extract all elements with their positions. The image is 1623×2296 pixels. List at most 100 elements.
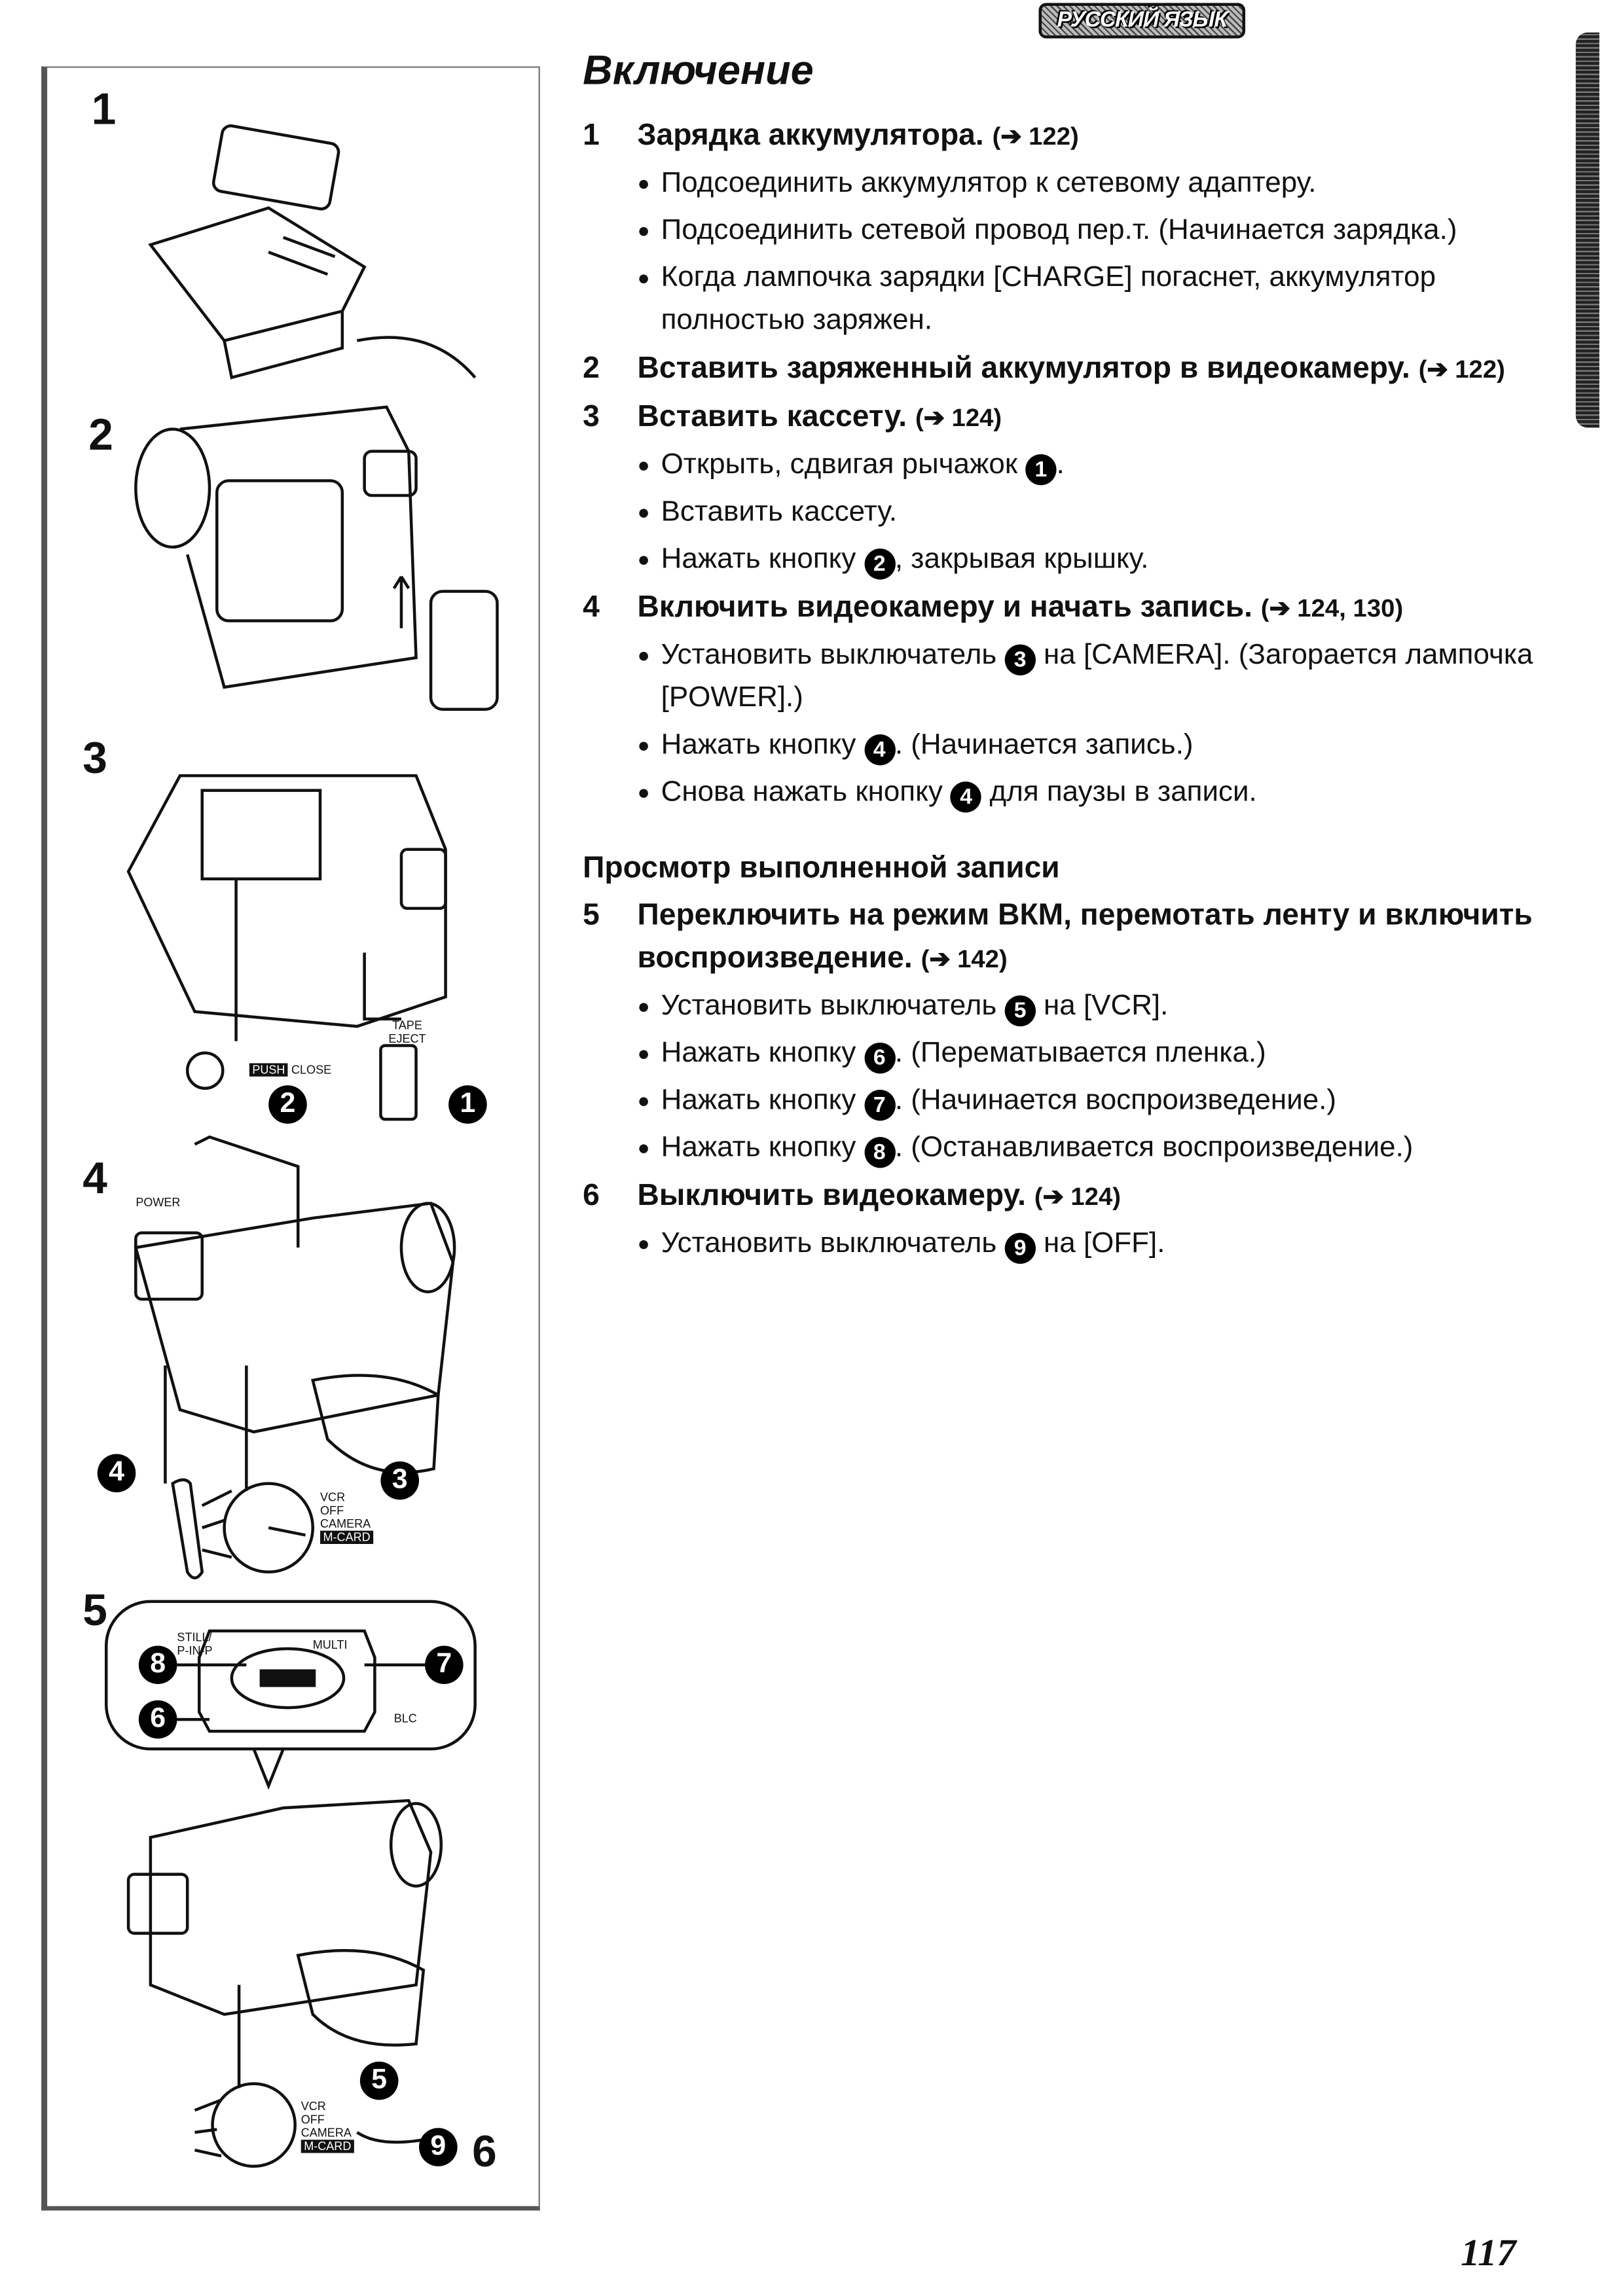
figure-number-2: 2 — [88, 411, 113, 460]
bullet-text: Вставить кассету. — [661, 495, 898, 528]
push-label: PUSH CLOSE — [249, 1063, 332, 1077]
bullet-text-after: . (Перематывается пленка.) — [894, 1036, 1266, 1069]
language-badge: РУССКИЙ ЯЗЫК — [1038, 3, 1246, 39]
circled-number-5-icon: 5 — [1004, 995, 1036, 1027]
step-number: 4 — [583, 590, 600, 624]
multi-label: MULTI — [312, 1638, 348, 1652]
camera-label: CAMERA — [320, 1517, 371, 1531]
bullet-item: ●Установить выключатель 9 на [OFF]. — [583, 1223, 1556, 1265]
blc-label: BLC — [393, 1712, 417, 1726]
circled-number-8-icon: 8 — [864, 1137, 895, 1168]
bullet-text: Подсоединить сетевой провод пер.т. (Начи… — [661, 213, 1457, 247]
camera-label: CAMERA — [301, 2126, 352, 2140]
circled-number-3-icon: 3 — [1004, 644, 1036, 675]
mode-dial-labels-4: VCR OFF CAMERA M-CARD — [320, 1490, 374, 1544]
circled-number-4-icon: 4 — [951, 781, 982, 813]
mcard-label: M-CARD — [301, 2140, 354, 2153]
step-number: 1 — [583, 118, 600, 152]
bullet-text: Установить выключатель — [661, 1227, 1005, 1260]
record-illustration — [134, 1135, 456, 1580]
tape-eject-label: TAPE EJECT — [388, 1018, 426, 1046]
step-6: 6 Выключить видеокамеру. (➔ 124) — [583, 1174, 1556, 1218]
step-number: 2 — [583, 351, 600, 386]
page-reference: (➔ 122) — [1418, 355, 1505, 384]
cassette-insert-illustration — [126, 774, 447, 1121]
bullet-icon: ● — [637, 499, 650, 524]
off-label: OFF — [301, 2113, 325, 2126]
circled-number-1-icon: 1 — [1025, 454, 1057, 486]
marker-5: 5 — [359, 2061, 399, 2100]
bullet-icon: ● — [637, 1088, 650, 1112]
bullet-icon: ● — [637, 732, 650, 757]
bullet-icon: ● — [637, 171, 650, 195]
bullet-icon: ● — [637, 780, 650, 804]
page-title: Включение — [583, 47, 814, 93]
bullet-icon: ● — [637, 547, 650, 571]
bullet-text-after: , закрывая крышку. — [894, 543, 1149, 575]
subheading: Просмотр выполненной записи — [583, 851, 1060, 885]
bullet-text-after: на [OFF]. — [1035, 1227, 1165, 1260]
step-2: 2 Вставить заряженный аккумулятор в видео… — [583, 346, 1556, 391]
marker-1: 1 — [448, 1085, 487, 1124]
marker-2: 2 — [268, 1085, 307, 1124]
step-number: 3 — [583, 399, 600, 434]
bullet-item: ●Когда лампочка зарядки [CHARGE] погасне… — [583, 257, 1556, 342]
bullet-item: ● Подсоединить аккумулятор к сетевому ада… — [583, 162, 1556, 205]
page-reference: (➔ 124) — [1034, 1182, 1122, 1211]
page-reference: (➔ 122) — [992, 122, 1079, 151]
circled-number-6-icon: 6 — [864, 1042, 895, 1074]
step-text: Переключить на режим ВКМ, перемотать лен… — [637, 898, 1533, 975]
figure-number-4: 4 — [82, 1155, 107, 1204]
camcorder-illustrations — [105, 124, 499, 2168]
page-edge-tab — [1575, 32, 1599, 428]
bullet-item: ●Нажать кнопку 6. (Перематывается пленка… — [583, 1032, 1556, 1075]
bullet-text: Установить выключатель — [661, 638, 1005, 672]
step-text: Выключить видеокамеру. — [637, 1178, 1026, 1213]
vcr-label: VCR — [320, 1490, 346, 1505]
off-label: OFF — [320, 1504, 344, 1518]
battery-insert-illustration — [134, 405, 499, 711]
charger-illustration — [148, 124, 477, 380]
marker-3: 3 — [380, 1461, 420, 1500]
figure-number-6: 6 — [472, 2128, 497, 2177]
figure-number-5: 5 — [82, 1587, 107, 1636]
close-text: CLOSE — [291, 1063, 332, 1077]
figure-number-1: 1 — [91, 85, 117, 135]
bullet-item: ● Вставить кассету. — [583, 491, 1556, 533]
page-number: 117 — [1461, 2231, 1516, 2274]
figure-number-3: 3 — [82, 734, 107, 783]
bullet-text: Нажать кнопку — [661, 1131, 864, 1164]
circled-number-4-icon: 4 — [864, 734, 895, 766]
bullet-text-after: на [CAMERA]. (Загорается лампочка [POWER… — [661, 638, 1533, 714]
bullet-text: Открыть, сдвигая рычажок — [661, 448, 1026, 481]
step-text: Вставить заряженный аккумулятор в видеок… — [637, 351, 1410, 386]
page-reference: (➔ 124, 130) — [1260, 594, 1404, 622]
illustration-panel: 1 2 3 4 5 6 TAPE EJECT PUSH CLOSE 2 1 PO… — [41, 66, 540, 2211]
playback-illustration — [105, 1600, 477, 2168]
bullet-text: Подсоединить аккумулятор к сетевому адап… — [661, 166, 1317, 200]
bullet-item: ●Подсоединить сетевой провод пер.т. (Нач… — [583, 209, 1556, 252]
vcr-label: VCR — [301, 2100, 326, 2113]
bullet-text-after: . (Останавливается воспроизведение.) — [894, 1131, 1413, 1164]
bullet-icon: ● — [637, 265, 650, 289]
bullet-text-after: . — [1056, 448, 1065, 481]
bullet-text: Нажать кнопку — [661, 543, 864, 575]
marker-8: 8 — [138, 1645, 177, 1685]
marker-4: 4 — [97, 1454, 136, 1493]
page-reference: (➔ 142) — [921, 945, 1008, 974]
mode-dial-labels-6: VCR OFF CAMERA M-CARD — [301, 2100, 354, 2153]
bullet-item: ● Нажать кнопку 4. (Начинается запись.) — [583, 724, 1556, 766]
bullet-text: Установить выключатель — [661, 989, 1005, 1022]
bullet-text: Нажать кнопку — [661, 728, 864, 761]
circled-number-2-icon: 2 — [864, 548, 895, 580]
step-number: 6 — [583, 1178, 600, 1213]
marker-6: 6 — [138, 1700, 177, 1739]
bullet-text: Нажать кнопку — [661, 1036, 864, 1069]
bullet-item: ●Установить выключатель 3 на [CAMERA]. (… — [583, 634, 1556, 720]
power-label: POWER — [136, 1196, 181, 1210]
bullet-text-after: . (Начинается запись.) — [894, 728, 1194, 761]
